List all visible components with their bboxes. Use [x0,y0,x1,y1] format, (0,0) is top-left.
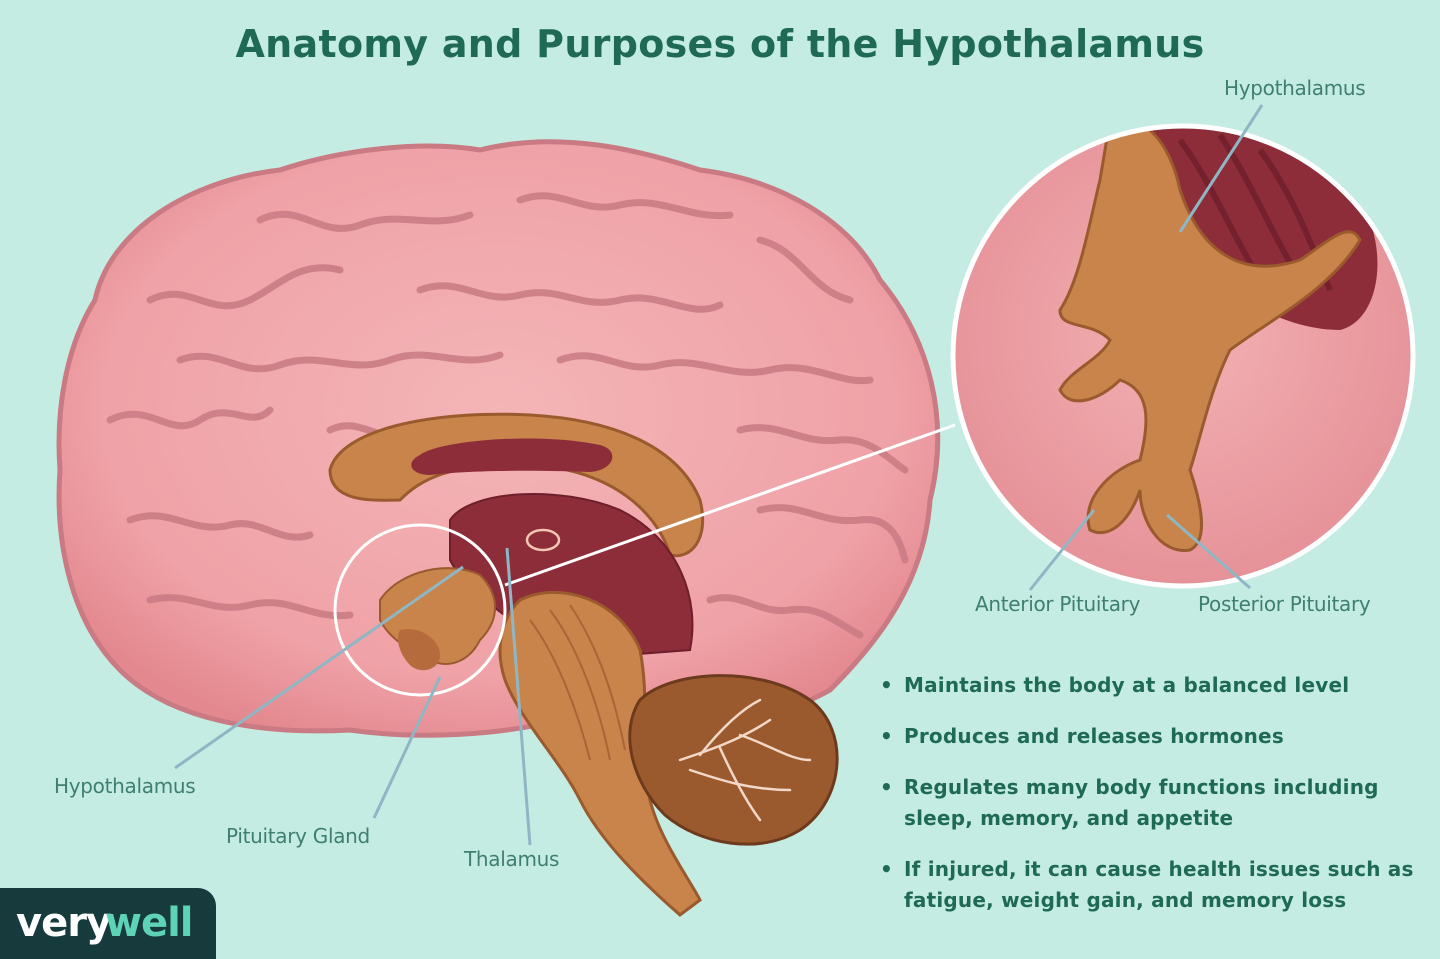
label-hypothalamus-zoom: Hypothalamus [1224,76,1366,100]
fact-item: •Produces and releases hormones [880,724,1284,748]
leader-lines [174,104,1264,846]
cerebellum-branches [678,698,812,822]
ventricle [411,438,613,475]
magnify-circle [333,523,507,697]
label-hypothalamus: Hypothalamus [54,774,196,798]
brainstem-striations [529,604,626,761]
leader-hypothalamus-left [174,565,464,770]
fact-item: •Maintains the body at a balanced level [880,673,1350,697]
fact-text: Regulates many body functions including … [904,775,1379,830]
brainstem [498,590,702,917]
cerebellum [628,674,839,846]
leader-posterior [1166,513,1251,590]
label-posterior-pituitary: Posterior Pituitary [1198,592,1371,616]
page-title: Anatomy and Purposes of the Hypothalamus [235,22,1205,66]
leader-anterior [1028,509,1096,591]
fact-text: Produces and releases hormones [904,724,1284,748]
fact-text: If injured, it can cause health issues s… [904,857,1414,912]
label-pituitary-gland: Pituitary Gland [226,824,370,848]
zoom-circle-border [950,123,1416,589]
fact-item: •Regulates many body functions including… [880,775,1379,830]
leader-hypothalamus-zoom [1178,104,1264,233]
fact-text: Maintains the body at a balanced level [904,673,1350,697]
brand-logo: very well [0,888,216,959]
zoom-hypothalamus-stalk [1058,126,1362,552]
zoom-connector [504,423,956,587]
thalamus-mark [525,528,561,552]
leader-thalamus [505,547,532,846]
gyri-folds [106,192,909,639]
fact-item: •If injured, it can cause health issues … [880,857,1414,912]
facts-list: •Maintains the body at a balanced level … [878,670,1418,936]
corpus-callosum [328,412,705,558]
leader-pituitary [372,676,442,819]
label-thalamus: Thalamus [464,847,560,871]
brand-part-1: very [16,900,112,946]
label-anterior-pituitary: Anterior Pituitary [975,592,1141,616]
pituitary-structure [398,629,440,671]
brand-part-2: well [105,900,194,946]
